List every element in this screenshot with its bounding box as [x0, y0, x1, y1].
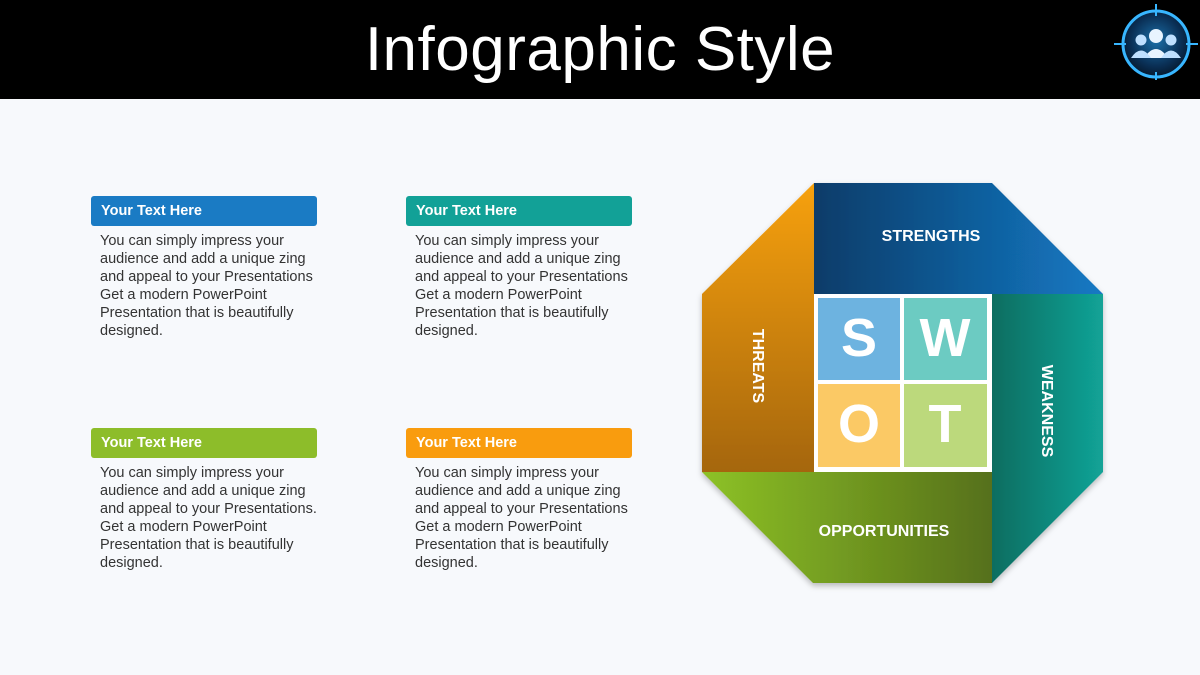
o-letter: O: [838, 394, 880, 454]
weakness-label: WEAKNESS: [1038, 365, 1055, 458]
page-title: Infographic Style: [364, 15, 836, 84]
card-2-body: You can simply impress your audience and…: [415, 233, 628, 339]
o-tile: [818, 384, 900, 467]
card-4-body: You can simply impress your audience and…: [415, 465, 628, 571]
text-card-2: Your Text Here You can simply impress yo…: [406, 196, 632, 340]
threats-label: THREATS: [749, 329, 766, 404]
s-letter: S: [841, 308, 877, 368]
text-card-3: Your Text Here You can simply impress yo…: [91, 428, 317, 572]
card-4-title: Your Text Here: [406, 428, 632, 458]
opportunities-segment: [702, 472, 992, 583]
opportunities-label: OPPORTUNITIES: [819, 523, 950, 540]
team-logo-icon: [1114, 4, 1198, 80]
t-tile: [904, 384, 987, 467]
threats-segment: [702, 183, 814, 472]
text-card-4: Your Text Here You can simply impress yo…: [406, 428, 632, 572]
card-1-title: Your Text Here: [91, 196, 317, 226]
card-3-title: Your Text Here: [91, 428, 317, 458]
strengths-segment: [814, 183, 1103, 294]
w-tile: [904, 298, 987, 380]
swot-diagram: S W O T STRENGTHS OPPORTUNITIES WEAKNESS…: [702, 183, 1103, 583]
s-tile: [818, 298, 900, 380]
t-letter: T: [929, 394, 962, 454]
weakness-segment: [992, 294, 1103, 583]
card-3-body: You can simply impress your audience and…: [100, 465, 317, 571]
title-bar: Infographic Style: [0, 0, 1200, 99]
strengths-label: STRENGTHS: [882, 228, 981, 245]
w-letter: W: [920, 308, 971, 368]
text-card-1: Your Text Here You can simply impress yo…: [91, 196, 317, 340]
card-1-body: You can simply impress your audience and…: [100, 233, 313, 339]
card-2-title: Your Text Here: [406, 196, 632, 226]
